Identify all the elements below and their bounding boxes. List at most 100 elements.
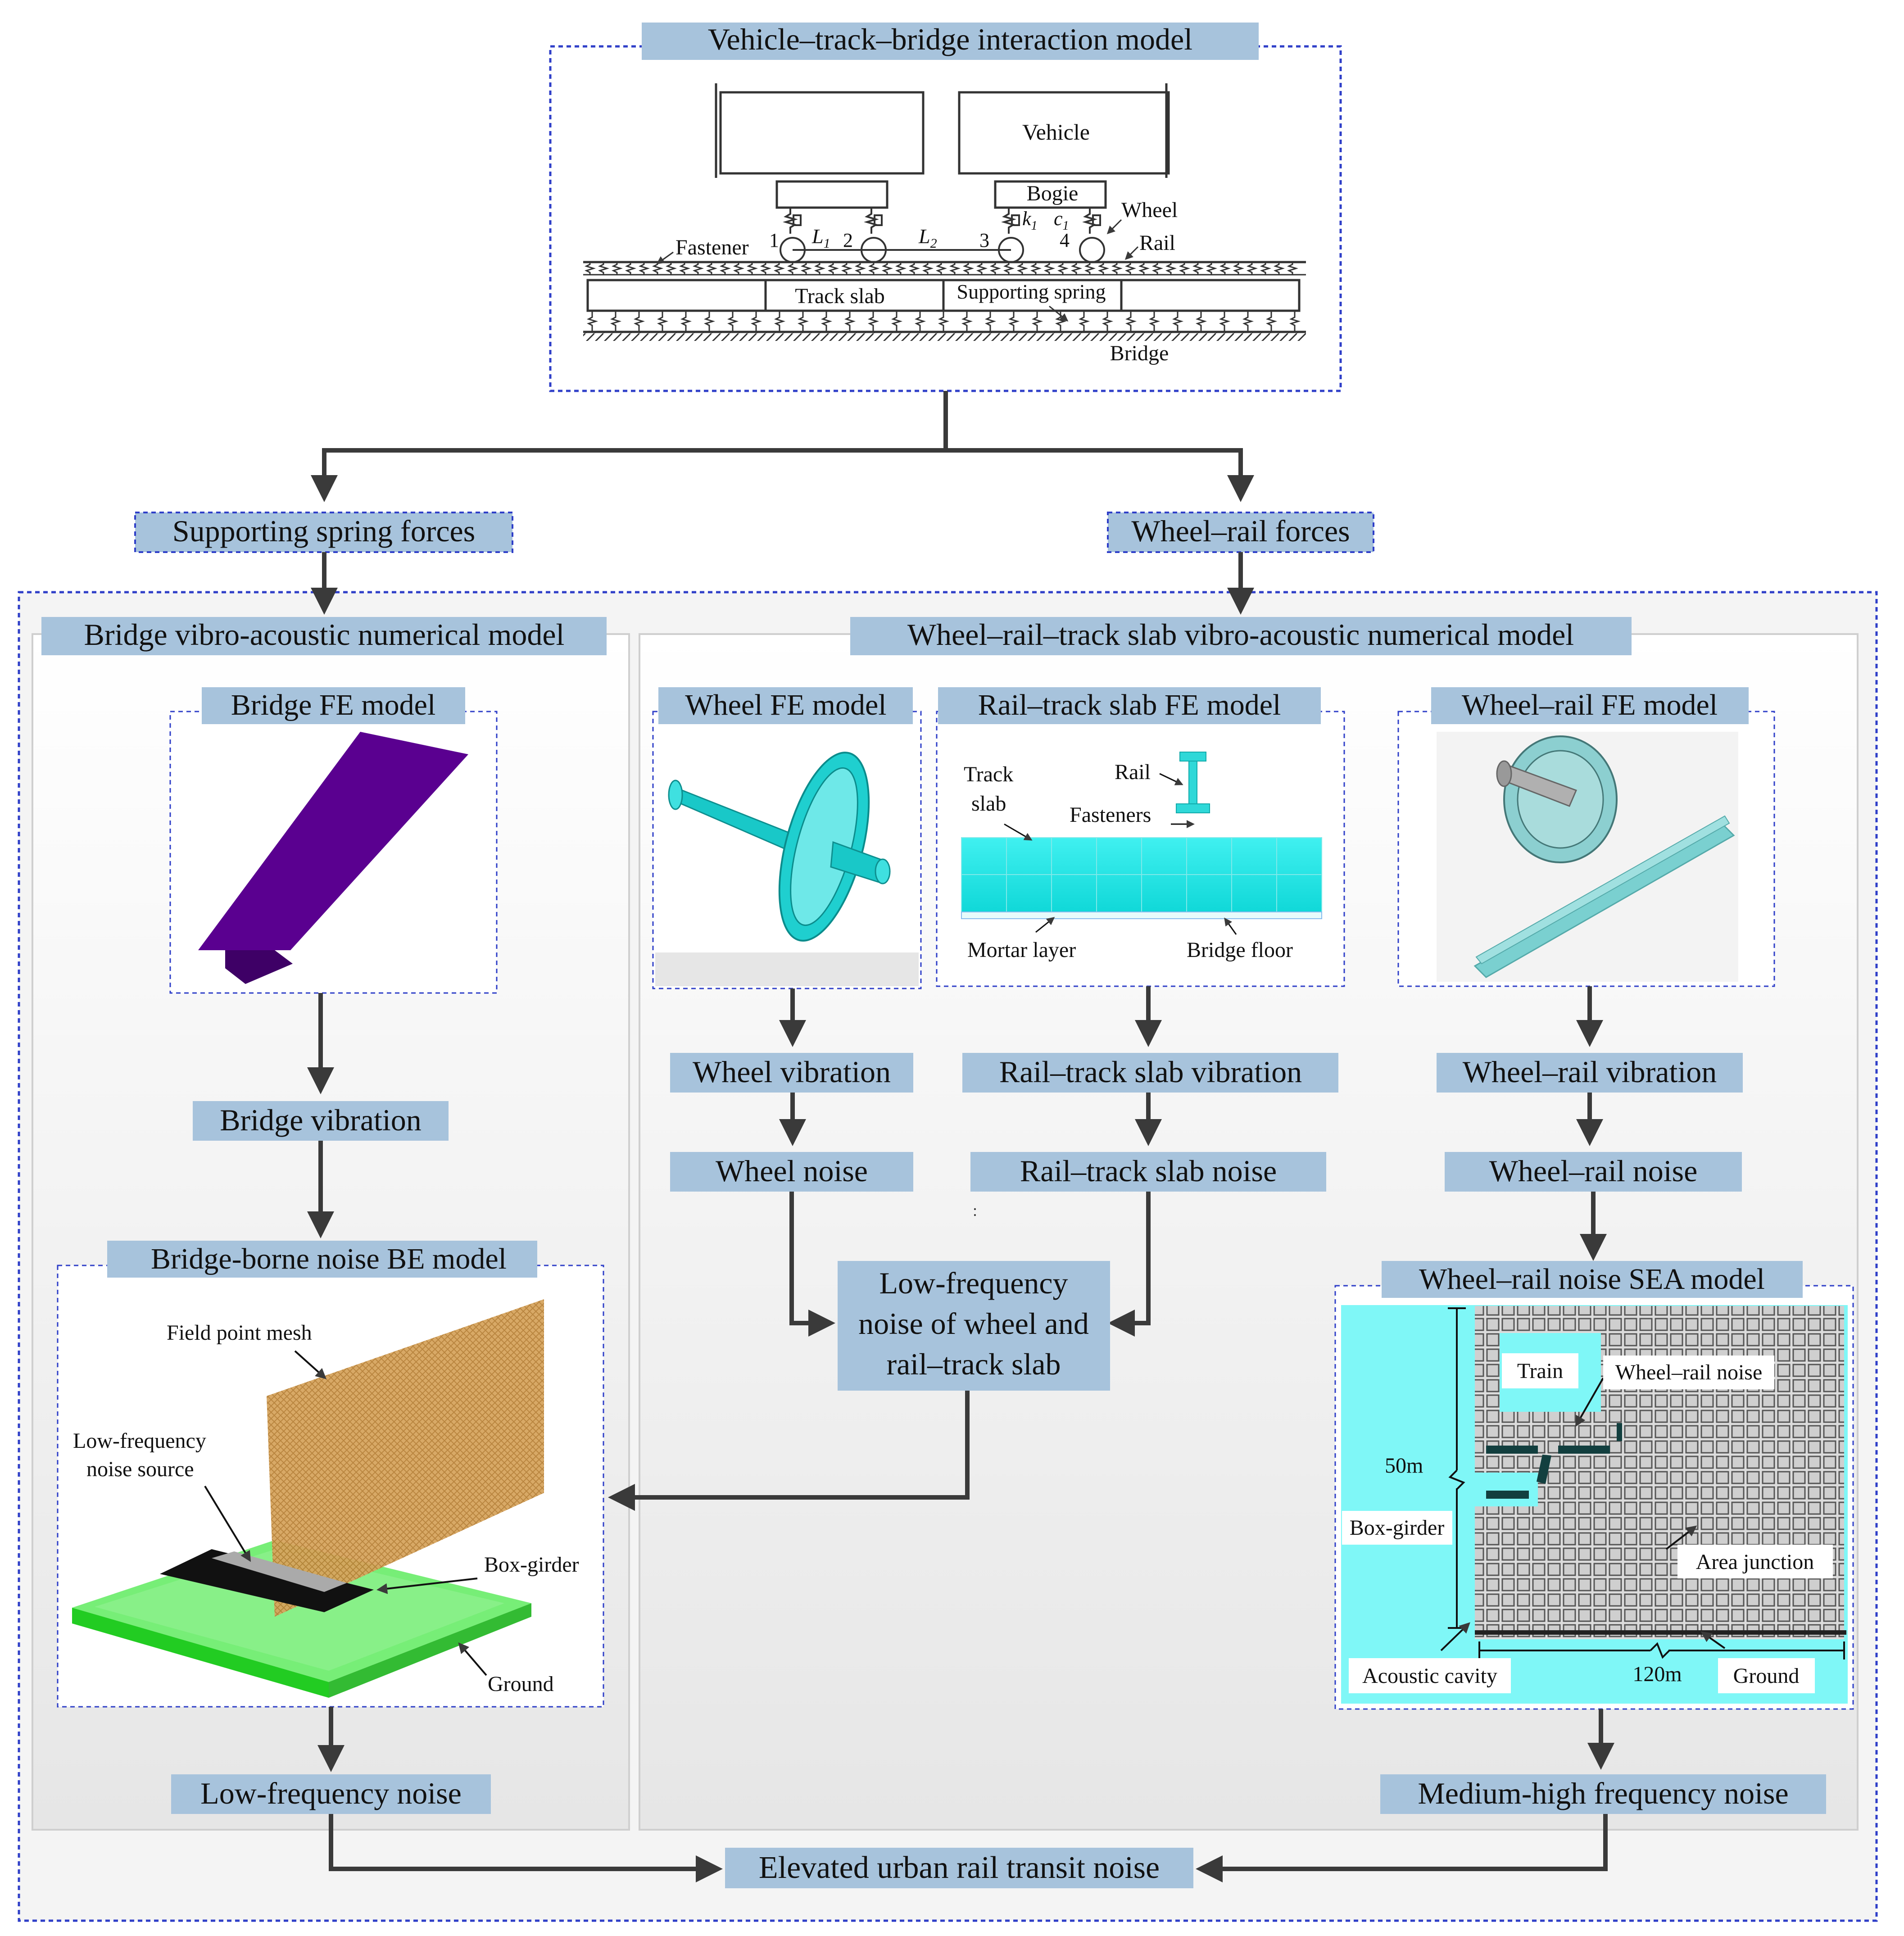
ground-edge: [72, 1608, 329, 1698]
mhf-noise-label: Medium-high frequency noise: [1418, 1776, 1788, 1810]
be-model-title: Bridge-borne noise BE model: [151, 1242, 507, 1275]
sea-box-girder-label-box: [1342, 1511, 1452, 1545]
rail-profile-icon: [1176, 752, 1210, 813]
fastener-spring: [841, 262, 853, 275]
support-spring: [704, 312, 716, 331]
top-connectors: [311, 391, 1254, 502]
support-spring: [1219, 312, 1231, 331]
sea-box-girder: [1486, 1423, 1622, 1499]
wheel-rail-fe-shape: [1473, 735, 1735, 978]
support-spring: [1172, 312, 1184, 331]
lf-combined-box: [838, 1261, 1110, 1391]
top-model-title-box: [642, 23, 1259, 60]
label-fastener: Fastener: [675, 236, 749, 259]
fastener-spring: [909, 262, 920, 275]
fastener-spring: [855, 262, 866, 275]
support-spring: [1032, 312, 1043, 331]
label-rail-slab-rail: Rail: [1115, 760, 1151, 784]
supporting-spring-forces-box: [134, 512, 513, 553]
be-leader-lines: [204, 1350, 487, 1676]
fastener-spring: [1017, 262, 1029, 275]
wheel-rail-panel-title: Wheel–rail–track slab vibro-acoustic num…: [907, 617, 1574, 652]
top-model-section: Vehicle Bogie Wheel Rail Fastener Track …: [549, 22, 1342, 392]
wheelsets: [780, 237, 1105, 263]
fastener-spring: [895, 262, 907, 275]
label-mortar-layer: Mortar layer: [967, 938, 1076, 962]
fastener-spring: [1260, 262, 1272, 275]
arrow-combined-to-be: [608, 1391, 970, 1511]
label-bridge-floor: Bridge floor: [1187, 938, 1293, 962]
fastener-spring: [1206, 262, 1218, 275]
support-spring: [1079, 312, 1090, 331]
fastener-spring: [1247, 262, 1258, 275]
label-box-girder-be: Box-girder: [484, 1553, 579, 1577]
sea-wrnoise-label-box: [1603, 1356, 1774, 1389]
fastener-spring: [976, 262, 988, 275]
fastener-spring: [828, 262, 839, 275]
support-spring: [1242, 312, 1254, 331]
bridge-vibration-box: [193, 1101, 449, 1141]
fastener-spring: [1287, 262, 1299, 275]
fastener-spring: [990, 262, 1002, 275]
sea-acoustic-cavity-box: [1349, 1658, 1511, 1693]
fe-to-vibration-arrows: [779, 986, 1603, 1047]
sea-area-junction-label: Area junction: [1696, 1550, 1814, 1574]
rail-slab-noise-label: Rail–track slab noise: [1020, 1154, 1277, 1188]
wheel-rail-noise-box: [1445, 1152, 1742, 1192]
support-spring: [798, 312, 809, 331]
support-spring: [1149, 312, 1161, 331]
stray-mark: :: [973, 1201, 977, 1220]
support-spring: [1008, 312, 1020, 331]
label-wheel-3: 3: [979, 229, 989, 251]
wheel-rail-vibration-box: [1437, 1053, 1743, 1093]
sea-leader-lines: [1440, 1378, 1726, 1651]
rail-slab-fe-title-box: [938, 687, 1321, 724]
fastener-spring: [666, 262, 677, 275]
fastener-spring: [1138, 262, 1150, 275]
sea-area-junction-box: [1677, 1545, 1833, 1578]
label-vehicle: Vehicle: [1022, 119, 1090, 145]
support-spring: [751, 312, 762, 331]
support-spring: [985, 312, 997, 331]
label-bogie: Bogie: [1027, 181, 1079, 205]
rail-slab-vibration-box: [962, 1053, 1338, 1093]
final-output-label: Elevated urban rail transit noise: [759, 1850, 1160, 1885]
support-spring: [844, 312, 856, 331]
fastener-spring: [1003, 262, 1015, 275]
label-c1: c1: [1054, 208, 1069, 233]
label-l2: L2: [918, 225, 937, 251]
fastener-spring: [922, 262, 934, 275]
label-lf-source-2: noise source: [86, 1457, 194, 1481]
final-output-box: [725, 1848, 1193, 1888]
label-rail: Rail: [1139, 231, 1175, 255]
arrow-lf-to-final: [329, 1814, 723, 1882]
sea-girder-region: [1475, 1473, 1538, 1506]
fastener-spring: [949, 262, 961, 275]
low-frequency-noise-label: Low-frequency noise: [200, 1776, 462, 1810]
fastener-spring: [760, 262, 772, 275]
fastener-spring: [693, 262, 704, 275]
label-wheel: Wheel: [1121, 198, 1178, 222]
fastener-spring: [1219, 262, 1231, 275]
support-spring: [938, 312, 950, 331]
fastener-spring: [801, 262, 812, 275]
fastener-spring: [585, 262, 596, 275]
rail-slab-noise-box: [970, 1152, 1326, 1192]
wheel-fe-title-box: [658, 687, 913, 724]
sea-120m-label: 120m: [1632, 1662, 1682, 1686]
support-spring: [1266, 312, 1278, 331]
fastener-spring: [1111, 262, 1123, 275]
wheel-rail-panel: Wheel–rail–track slab vibro-acoustic num…: [608, 617, 1859, 1831]
support-spring: [891, 312, 903, 331]
bridge-panel: Bridge vibro-acoustic numerical model Br…: [32, 617, 630, 1831]
final-output-section: Elevated urban rail transit noise: [329, 1814, 1608, 1888]
vehicle-carbody: [715, 83, 1170, 178]
fastener-spring: [1084, 262, 1096, 275]
fastener-spring: [1152, 262, 1164, 275]
sea-ground-box: [1718, 1658, 1815, 1693]
rail-slab-fe-title: Rail–track slab FE model: [978, 689, 1281, 721]
fastener-spring: [774, 262, 785, 275]
supporting-springs: [587, 312, 1301, 331]
fastener-spring: [747, 262, 758, 275]
support-spring: [915, 312, 926, 331]
